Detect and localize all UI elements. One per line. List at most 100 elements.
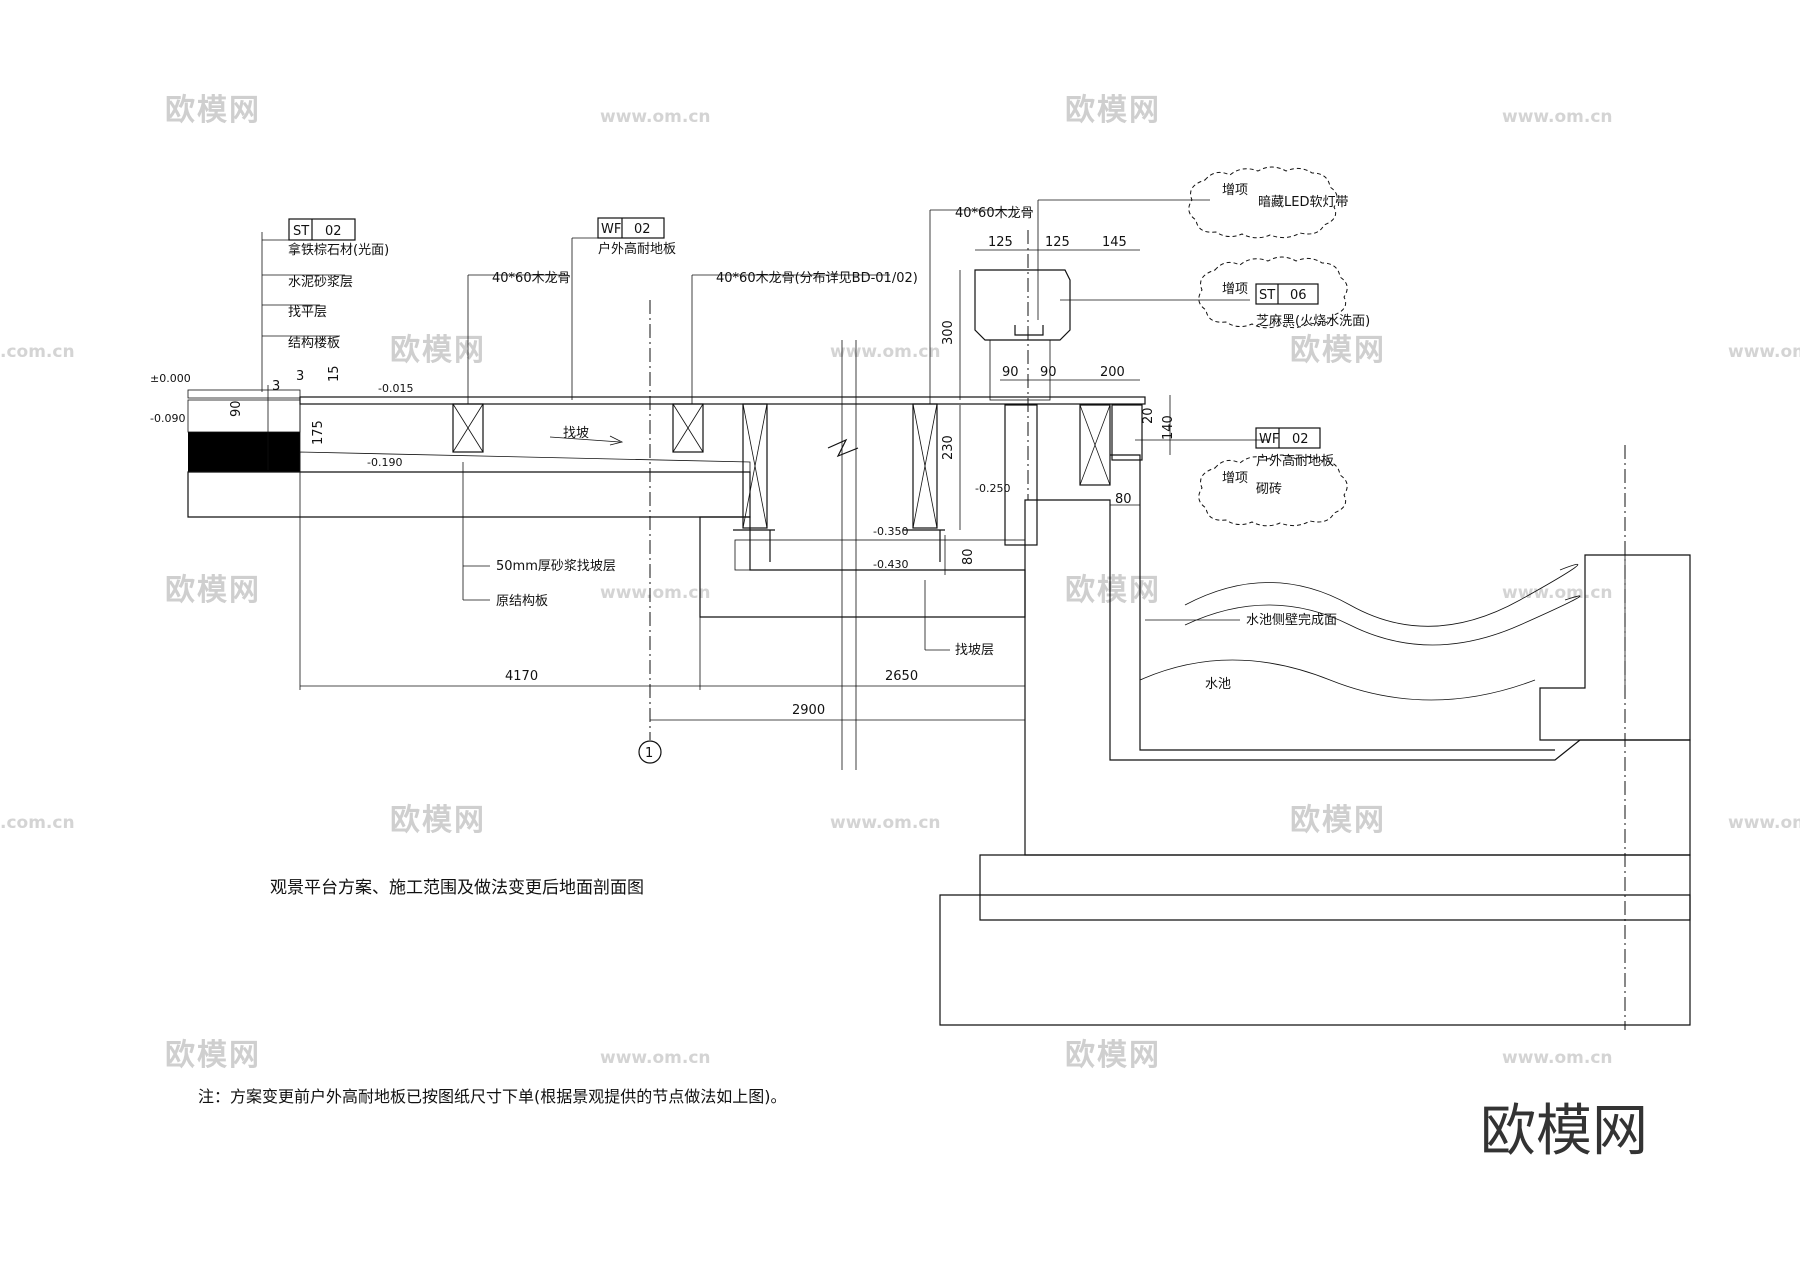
edge-board: [1111, 404, 1143, 461]
coping-stone: [974, 269, 1071, 341]
tag-st06-code: ST: [1259, 288, 1275, 303]
dim-90b: 90: [1002, 365, 1019, 380]
watermark-url: www.om.cn: [1728, 342, 1800, 362]
tag-wf02b: [1255, 427, 1321, 449]
coping-detail: [974, 230, 1143, 546]
joist-post: [742, 403, 768, 529]
water-wave: [1184, 595, 1581, 646]
dim-3b: 3: [296, 369, 304, 384]
elev-0190: -0.190: [367, 456, 402, 469]
side-joist: [1079, 404, 1111, 486]
tag-st02-code: ST: [293, 224, 309, 239]
watermark-url: www.om.cn: [830, 813, 941, 833]
label-brick: 砌砖: [1256, 482, 1282, 497]
drawing-title: 观景平台方案、施工范围及做法变更后地面剖面图: [270, 878, 644, 898]
axis-label: 1: [645, 746, 653, 761]
dim-2650: 2650: [885, 669, 918, 684]
led-slot: [1014, 325, 1044, 336]
revision-cloud: [1188, 166, 1338, 239]
watermark-url: www.om.cn: [600, 583, 711, 603]
watermark-url: www.om.cn: [600, 1048, 711, 1068]
footing: [979, 854, 1691, 921]
label-st02-name: 拿铁棕石材(光面): [288, 242, 389, 258]
label-wf02-name: 户外高耐地板: [598, 241, 676, 257]
dim-125b: 125: [1045, 235, 1070, 250]
dim-80a: 80: [1115, 492, 1132, 507]
watermark-brand: 欧模网: [1065, 93, 1161, 128]
watermark-url: www.om.cn: [1502, 107, 1613, 127]
label-joist-c: 40*60木龙骨: [955, 206, 1034, 221]
dim-3a: 3: [272, 379, 280, 394]
label-joist-b: 40*60木龙骨(分布详见BD-01/02): [716, 271, 918, 286]
watermark-url: www.om.cn: [1502, 583, 1613, 603]
label-st06-name: 芝麻黑(火烧水洗面): [1256, 313, 1370, 329]
elev-0000: ±0.000: [150, 372, 191, 385]
leader-lines: [261, 199, 1270, 651]
tag-wf02: [597, 217, 665, 239]
label-slope-layer: 找坡层: [955, 643, 994, 658]
watermark-url: .com.cn: [0, 342, 75, 362]
brick-pier: [1004, 404, 1038, 546]
dim-200: 200: [1100, 365, 1125, 380]
watermark-brand: 欧模网: [165, 1038, 261, 1073]
elev-0090: -0.090: [150, 412, 185, 425]
elev-0250: -0.250: [975, 482, 1010, 495]
pool-lining: [1110, 454, 1555, 751]
label-slab: 结构楼板: [288, 336, 340, 351]
dim-175: 175: [311, 420, 326, 445]
dim-145: 145: [1102, 235, 1127, 250]
watermark-brand: 欧模网: [1065, 1038, 1161, 1073]
label-orig-slab: 原结构板: [496, 594, 548, 609]
joist-post: [912, 403, 938, 529]
dim-15: 15: [327, 365, 342, 382]
label-add-2: 增项: [1222, 282, 1248, 297]
elev-0430: -0.430: [873, 558, 908, 571]
pool-structure: [939, 445, 1691, 1030]
watermark-brand: 欧模网: [165, 573, 261, 608]
tag-st02: [288, 218, 356, 241]
watermark-url: www.om.cn: [600, 107, 711, 127]
break-line: [841, 340, 857, 770]
dim-2900: 2900: [792, 703, 825, 718]
watermark-url: www.om.cn: [1728, 813, 1800, 833]
dimension-lines: [267, 249, 1171, 721]
pool-end-wall: [1539, 554, 1691, 741]
dim-90c: 90: [1040, 365, 1057, 380]
label-pool-wall: 水池侧壁完成面: [1246, 613, 1337, 628]
stepped-slab: [699, 516, 1026, 618]
drawing-note: 注：方案变更前户外高耐地板已按图纸尺寸下单(根据景观提供的节点做法如上图)。: [198, 1087, 787, 1106]
label-wf02b-name: 户外高耐地板: [1256, 453, 1334, 469]
dim-300: 300: [941, 320, 956, 345]
elev-0350: -0.350: [873, 525, 908, 538]
foundation: [939, 894, 1691, 1026]
watermark-url: www.om.cn: [1502, 1048, 1613, 1068]
label-add-1: 增项: [1222, 183, 1248, 198]
label-slope: 找坡: [563, 426, 589, 441]
brand-logo: 欧模网: [1480, 1099, 1648, 1164]
tag-wf02b-num: 02: [1292, 432, 1309, 447]
watermark-brand: 欧模网: [1065, 573, 1161, 608]
water-wave: [1139, 659, 1536, 701]
label-joist-a: 40*60木龙骨: [492, 271, 571, 286]
watermark-brand: 欧模网: [1290, 333, 1386, 368]
dim-90a: 90: [229, 400, 244, 417]
dim-140: 140: [1161, 415, 1176, 440]
tag-wf02-code: WF: [601, 222, 621, 237]
structural-slab: [187, 471, 751, 518]
tag-st02-num: 02: [325, 224, 342, 239]
tag-wf02-num: 02: [634, 222, 651, 237]
revision-cloud: [1198, 256, 1348, 329]
dim-80b: 80: [961, 548, 976, 565]
label-mortar: 水泥砂浆层: [288, 275, 353, 290]
stone-layer: [187, 389, 301, 399]
left-platform: 1: [187, 300, 1146, 770]
dim-125a: 125: [988, 235, 1013, 250]
label-led: 暗藏LED软灯带: [1258, 195, 1348, 210]
label-pool: 水池: [1205, 677, 1231, 692]
dim-230: 230: [941, 435, 956, 460]
dim-20: 20: [1141, 407, 1156, 424]
elev-0015: -0.015: [378, 382, 413, 395]
tag-wf02b-code: WF: [1259, 432, 1279, 447]
dim-4170: 4170: [505, 669, 538, 684]
